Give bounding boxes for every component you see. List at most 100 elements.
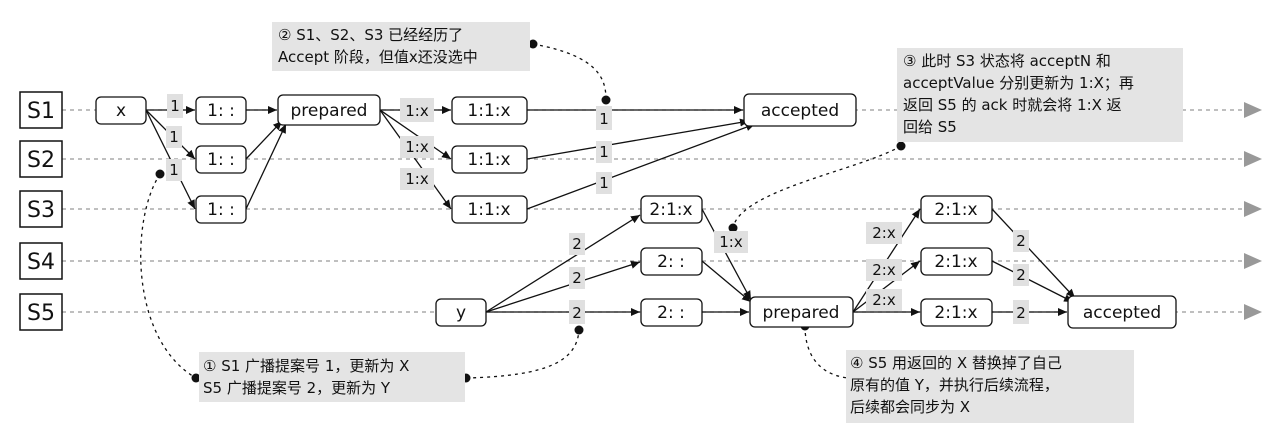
node-accepted-2-label: accepted <box>1083 303 1161 323</box>
node-s2-accept-label: 1:1:x <box>467 150 510 170</box>
edge-labels: 1 1 1 1:x 1:x 1:x 1 1 1 2 2 2 1:x 2:x 2:… <box>166 94 1029 324</box>
callout-n3-connector <box>732 145 902 229</box>
node-prepared-2-label: prepared <box>763 303 840 323</box>
callout-connectors <box>140 43 902 379</box>
node-s3-prepare: 1: : <box>195 195 247 224</box>
edge-s4p2-prep2 <box>701 260 752 303</box>
edge-label: 2:x <box>872 224 896 242</box>
edge-label: 1:x <box>405 138 429 156</box>
callout-dots <box>155 39 906 383</box>
callout-n1-connector <box>140 173 197 379</box>
node-s4-prepare-2: 2: : <box>640 247 703 276</box>
edge-prep2-s4 <box>852 260 921 313</box>
callout-dot <box>601 95 611 105</box>
callout-n2-connector <box>532 43 607 101</box>
node-s1-accept: 1:1:x <box>451 96 528 125</box>
node-s4-accept-2: 2:1:x <box>920 247 993 276</box>
lane-arrowhead-s5 <box>1244 304 1262 320</box>
node-accepted-2: accepted <box>1067 295 1177 329</box>
edge-s2a-acc1 <box>526 118 750 160</box>
node-s2-accept: 1:1:x <box>451 145 528 174</box>
node-s3-prepare-label: 1: : <box>207 200 235 220</box>
edge-label: 1 <box>599 174 609 192</box>
note-3-line-2: acceptValue 分别更新为 1:X；再 <box>903 74 1134 92</box>
note-4-line-3: 后续都会同步为 X <box>850 398 970 416</box>
note-3-line-3: 返回 S5 的 ack 时就会将 1:X 返 <box>903 96 1122 114</box>
edge-label: 2 <box>1016 304 1026 322</box>
node-s2-prepare-label: 1: : <box>207 150 235 170</box>
edge-label: 1 <box>170 97 180 115</box>
row-label-s5: S5 <box>27 301 55 326</box>
callout-dot <box>191 373 201 383</box>
edge-s2p-prep1 <box>245 120 283 160</box>
node-s5-accept-2: 2:1:x <box>920 298 993 327</box>
note-2: ② S1、S2、S3 已经经历了 Accept 阶段，但值x还没选中 <box>272 22 530 71</box>
edge-prep1-s2 <box>379 109 452 160</box>
callout-dot <box>896 141 906 151</box>
note-3-line-1: ③ 此时 S3 状态将 acceptN 和 <box>903 52 1111 70</box>
edge-y-s3 <box>485 214 641 313</box>
row-label-s4: S4 <box>27 250 55 275</box>
edge-y-s4 <box>485 260 641 313</box>
row-labels: S1 S2 S3 S4 S5 <box>19 91 63 331</box>
edge-label: 2 <box>572 304 582 322</box>
node-y: y <box>435 298 487 327</box>
edge-label: 1 <box>169 161 179 179</box>
edge-s4a2-acc2 <box>991 260 1074 303</box>
node-accepted-1: accepted <box>743 93 857 127</box>
note-4-line-1: ④ S5 用返回的 X 替换掉了自己 <box>850 354 1062 372</box>
node-s4-prepare-2-label: 2: : <box>657 252 685 272</box>
node-s1-prepare-label: 1: : <box>207 101 235 121</box>
node-s4-accept-2-label: 2:1:x <box>934 252 977 272</box>
edge-s3p-prep1 <box>245 123 287 210</box>
node-s3-accept-2: 2:1:x <box>920 195 993 224</box>
note-1-line-1: ① S1 广播提案号 1，更新为 X <box>203 357 409 375</box>
lane-arrowhead-s2 <box>1244 151 1262 167</box>
note-1-line-2: S5 广播提案号 2，更新为 Y <box>203 379 391 397</box>
row-label-s3: S3 <box>27 198 55 223</box>
node-prepared-1-label: prepared <box>291 101 368 121</box>
callout-n1-connector-2 <box>465 329 580 379</box>
note-4: ④ S5 用返回的 X 替换掉了自己 原有的值 Y，并执行后续流程， 后续都会同… <box>846 350 1134 423</box>
edge-label: 1 <box>599 143 609 161</box>
nodes: x 1: : 1: : 1: : prepared 1:1:x 1:1:x 1 <box>95 93 1177 329</box>
node-prepared-2: prepared <box>749 296 854 328</box>
edge-label: 2:x <box>872 261 896 279</box>
node-prepared-1: prepared <box>277 94 381 126</box>
callout-dot <box>574 325 584 335</box>
note-3-line-4: 回给 S5 <box>903 118 957 136</box>
edge-s3a-acc1 <box>526 123 756 210</box>
lane-arrowhead-s3 <box>1244 201 1262 217</box>
edge-label: 1 <box>599 110 609 128</box>
node-x: x <box>95 96 147 125</box>
edge-label: 1:x <box>405 102 429 120</box>
note-4-line-2: 原有的值 Y，并执行后续流程， <box>850 376 1059 394</box>
callout-dot <box>728 223 738 233</box>
node-s5-prepare-2-label: 2: : <box>657 303 685 323</box>
row-label-s1: S1 <box>27 99 55 124</box>
node-s1-accept-label: 1:1:x <box>467 101 510 121</box>
edge-label: 1:x <box>719 233 743 251</box>
note-2-line-2: Accept 阶段，但值x还没选中 <box>278 48 478 66</box>
edge-label: 1 <box>169 128 179 146</box>
note-2-line-1: ② S1、S2、S3 已经经历了 <box>278 26 463 44</box>
node-s3-accept-2-label: 2:1:x <box>934 200 977 220</box>
node-y-label: y <box>456 303 466 323</box>
node-x-label: x <box>116 101 126 121</box>
callout-dot <box>528 39 538 49</box>
callout-n4-connector <box>804 325 849 379</box>
edge-prep1-s3 <box>379 109 452 210</box>
edge-label: 2 <box>1016 266 1026 284</box>
node-s3-accept: 1:1:x <box>451 195 528 224</box>
edge-label: 2 <box>572 235 582 253</box>
row-label-s2: S2 <box>27 148 55 173</box>
callout-dot <box>155 169 165 179</box>
node-s1-prepare: 1: : <box>195 96 247 125</box>
node-s5-accept-2-label: 2:1:x <box>934 303 977 323</box>
edge-label: 2 <box>572 269 582 287</box>
lane-arrowhead-s4 <box>1244 253 1262 269</box>
edge-s3p2-prep2 <box>701 208 752 301</box>
note-1: ① S1 广播提案号 1，更新为 X S5 广播提案号 2，更新为 Y <box>199 352 465 402</box>
node-s3-accept-label: 1:1:x <box>467 200 510 220</box>
